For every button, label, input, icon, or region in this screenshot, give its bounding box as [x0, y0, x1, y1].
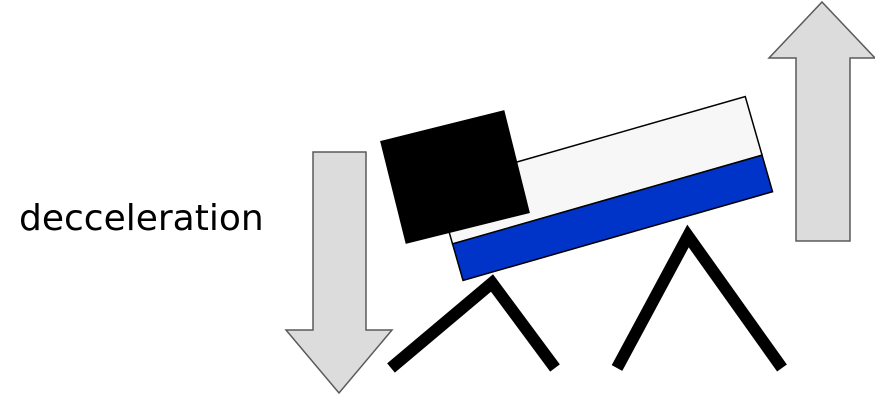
deceleration-label: decceleration	[19, 198, 264, 239]
black-block-square	[380, 110, 530, 244]
black-block	[380, 110, 530, 244]
right-leg	[611, 224, 787, 372]
left-leg	[387, 274, 560, 373]
body-base-strip	[451, 154, 774, 282]
down-arrow	[284, 151, 394, 395]
up-arrow	[767, 0, 875, 242]
